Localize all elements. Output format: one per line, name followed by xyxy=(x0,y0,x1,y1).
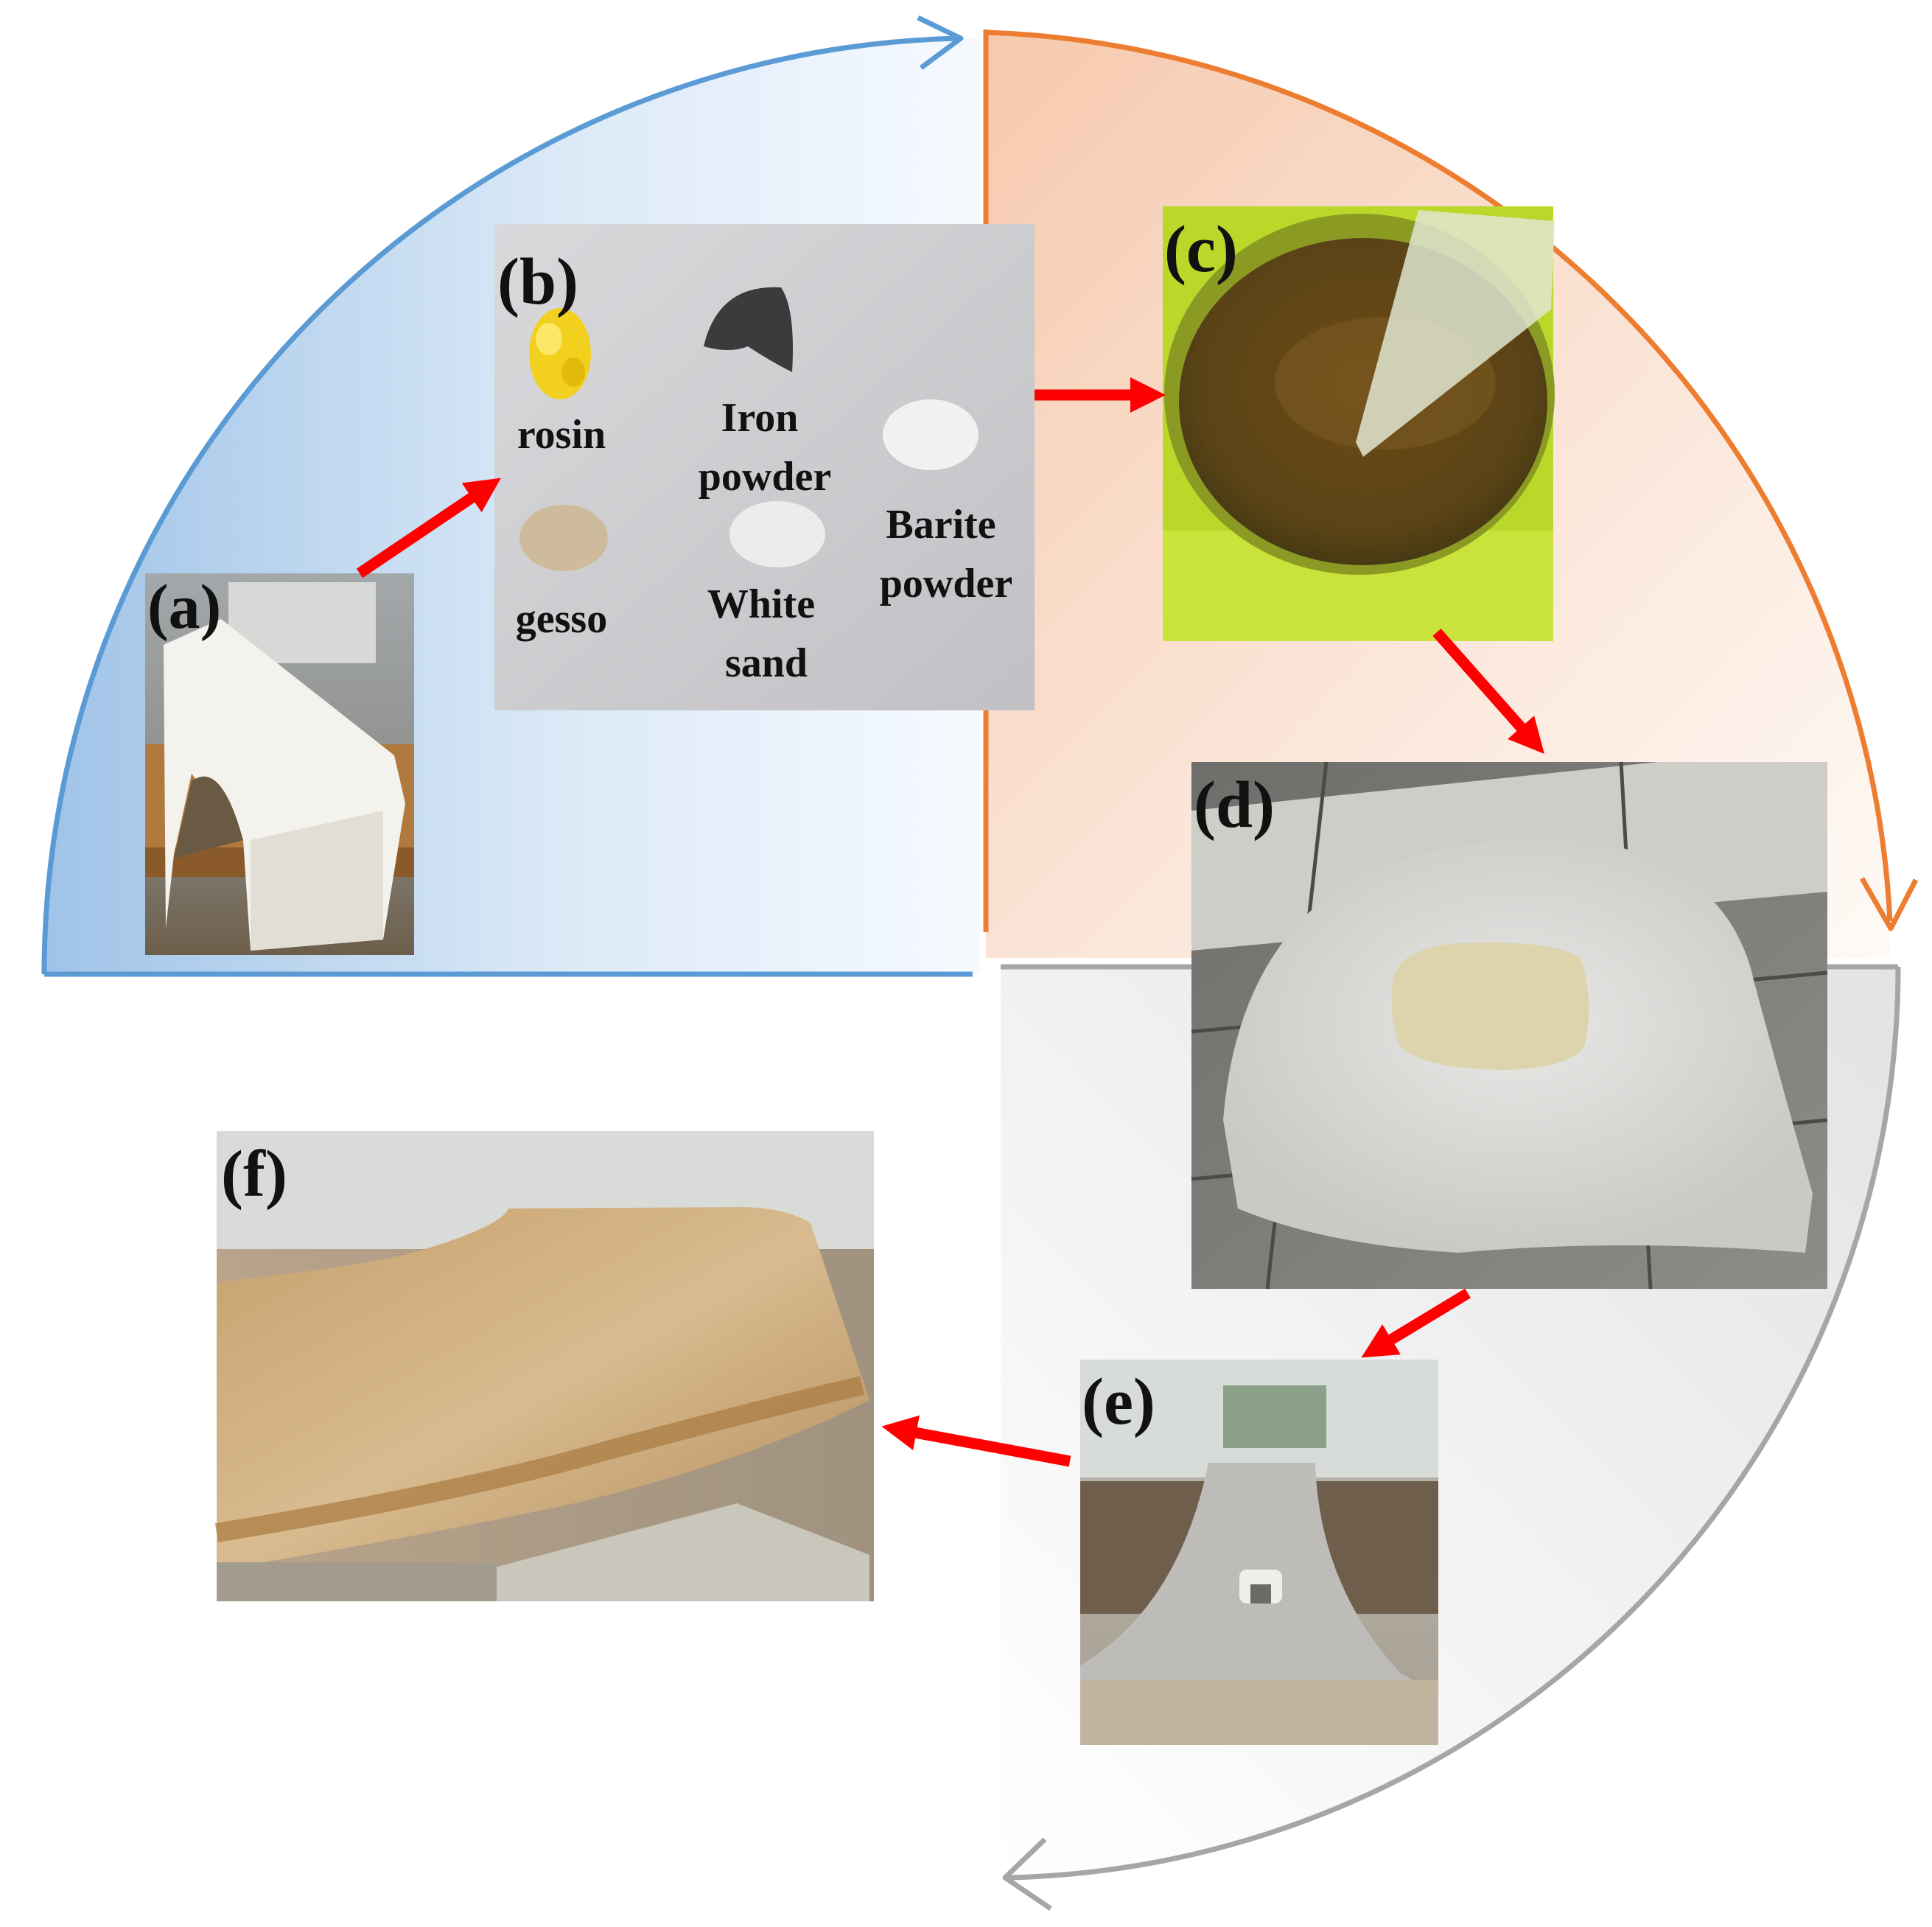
arrow-e-to-f xyxy=(881,1415,1071,1467)
arrow-c-to-d xyxy=(1432,629,1544,754)
panel-d-label: (d) xyxy=(1194,769,1275,842)
barite-powder-sample xyxy=(883,399,979,470)
rosin-sample xyxy=(529,308,591,399)
panel-e-label: (e) xyxy=(1082,1365,1155,1438)
panel-a-photo xyxy=(145,573,414,955)
gesso-label: gesso xyxy=(516,596,607,642)
panel-c-label: (c) xyxy=(1164,213,1238,286)
panel-c-photo xyxy=(1163,206,1555,641)
iron-powder-label: Iron powder xyxy=(699,395,831,500)
blue-arc xyxy=(41,35,959,974)
arrow-d-to-e xyxy=(1361,1288,1471,1358)
panel-f-label: (f) xyxy=(221,1138,287,1211)
rosin-label: rosin xyxy=(517,412,606,458)
orange-arc-arrowhead xyxy=(1859,877,1919,931)
panel-b-label: (b) xyxy=(497,245,578,318)
barite-powder-label: Barite powder xyxy=(880,502,1012,606)
white-sand-sample xyxy=(729,501,825,567)
arrow-a-to-b xyxy=(356,478,501,578)
panel-d-photo xyxy=(1191,761,1828,1290)
panel-e-photo xyxy=(1080,1360,1438,1745)
iron-powder-sample xyxy=(704,287,793,372)
white-sand-label: White sand xyxy=(707,581,825,686)
gray-arc-arrowhead xyxy=(1002,1837,1052,1911)
gesso-sample xyxy=(519,505,608,571)
panel-a-label: (a) xyxy=(147,571,221,642)
panel-b-photo xyxy=(494,224,1035,710)
orange-arc xyxy=(985,29,1893,922)
spatula xyxy=(1356,210,1555,457)
blue-arc-arrowhead xyxy=(917,15,964,70)
panel-f-photo xyxy=(214,1131,874,1601)
gray-arc xyxy=(1009,966,1901,1881)
